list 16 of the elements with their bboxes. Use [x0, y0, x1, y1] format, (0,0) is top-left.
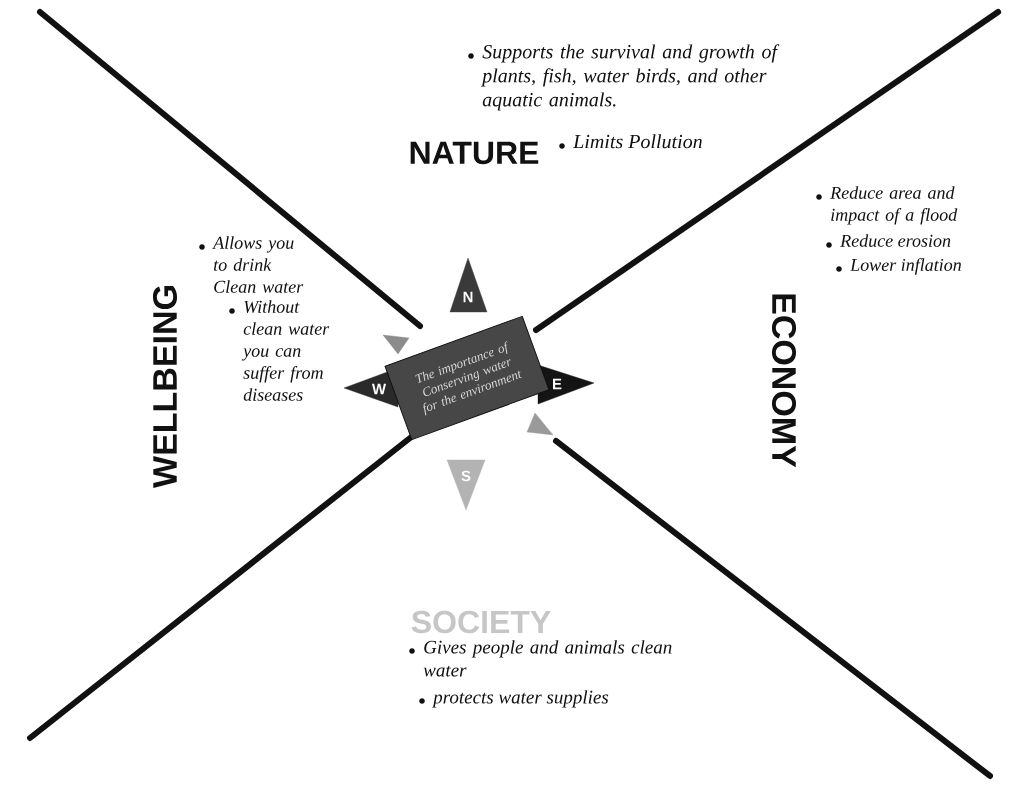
compass-point: N [449, 257, 488, 313]
note-text: Supports the survival and growth of plants, fish, water birds, and other aquatic animals. [481, 44, 780, 111]
quadrant-heading: ECONOMY [771, 294, 797, 468]
note-text: Limits Pollution [572, 134, 702, 149]
quadrant-heading: NATURE [410, 141, 539, 165]
quadrant-heading: WELLBEING [152, 286, 178, 488]
compass-point [382, 334, 410, 355]
compass-point: S [446, 459, 486, 511]
note-text: Allows you to drink Clean water [212, 236, 304, 293]
note-text: protects water supplies [432, 690, 609, 708]
note-text: Reduce area and impact of a flood [830, 186, 958, 225]
note-text: Lower inflation [850, 258, 961, 275]
compass-point [526, 412, 554, 436]
quadrant-heading: SOCIETY [411, 610, 551, 634]
note-text: Without clean water you can suffer from diseases [241, 300, 330, 401]
note-text: Reduce erosion [840, 234, 951, 247]
